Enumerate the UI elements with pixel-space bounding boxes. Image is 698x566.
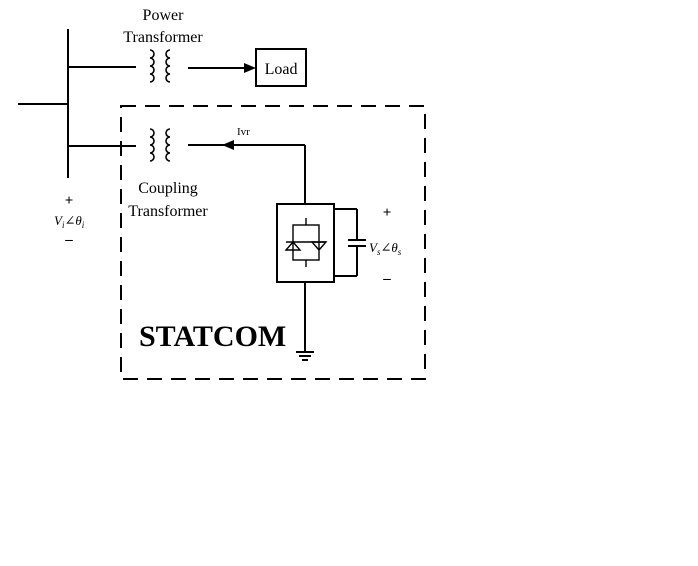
bus-voltage-label: Vi∠θi [54,213,85,230]
dc-capacitor-icon [334,208,366,277]
coupling-transformer-label-line2: Transformer [128,203,208,220]
load-arrow-icon [244,63,256,73]
converter-voltage-plus: + [383,205,392,221]
load-label: Load [265,61,298,78]
current-arrow-icon [222,140,234,150]
coupling-transformer-icon [149,128,171,162]
current-label: Ivr [237,126,250,138]
power-transformer-label-line1: Power [143,7,185,24]
converter-voltage-label: Vs∠θs [369,240,402,257]
statcom-label: STATCOM [139,320,286,353]
load-box [255,48,307,87]
ground-icon [296,282,314,361]
power-transformer-label-line2: Transformer [123,29,203,46]
bus-voltage-minus: – [64,232,73,248]
bus-voltage-plus: + [65,193,74,209]
converter-switch-icon [284,218,328,267]
converter-feed-line [188,144,306,204]
power-transformer-icon [149,49,171,83]
statcom-boundary [120,105,426,380]
bus-lines [18,29,136,178]
converter-voltage-minus: – [382,271,391,287]
coupling-transformer-label-line1: Coupling [138,180,198,197]
